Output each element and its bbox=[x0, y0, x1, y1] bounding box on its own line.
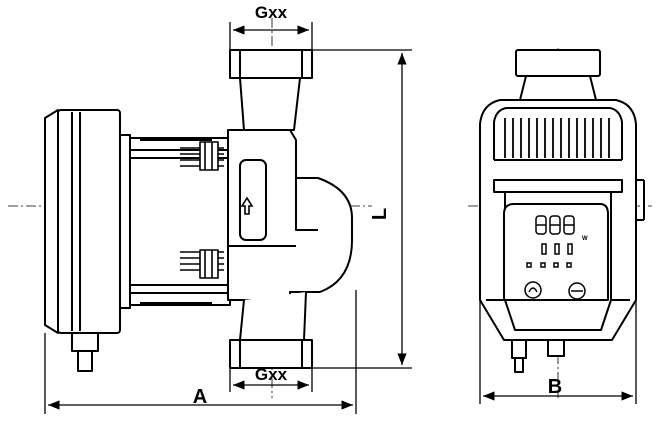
led-dot bbox=[553, 262, 559, 268]
flow-arrow-icon bbox=[240, 196, 254, 215]
side-view bbox=[44, 49, 353, 372]
led-dot bbox=[566, 262, 572, 268]
led-bar bbox=[567, 243, 573, 255]
dimension-lines bbox=[44, 22, 637, 414]
panel-details bbox=[524, 215, 586, 300]
seven-segment-display bbox=[535, 215, 575, 235]
led-dot bbox=[540, 262, 546, 268]
lower-ribs bbox=[180, 249, 224, 279]
front-view bbox=[479, 49, 645, 373]
dimension-label-port-bottom: Gxx bbox=[255, 365, 288, 384]
pump-mode-icon bbox=[524, 281, 542, 299]
led-bar bbox=[541, 243, 547, 255]
lower-pipe bbox=[229, 291, 313, 369]
upper-pipe bbox=[229, 49, 313, 131]
motor-end-cap bbox=[44, 109, 131, 334]
pump-mode-icon-glyph bbox=[528, 287, 538, 293]
upper-ribs bbox=[180, 141, 224, 171]
pump-housing bbox=[227, 129, 353, 301]
dimension-label-length: A bbox=[193, 386, 207, 408]
dimension-label-height: L bbox=[369, 208, 391, 220]
cable-gland bbox=[71, 332, 99, 372]
power-unit-label: W bbox=[582, 236, 588, 242]
front-top-outlet bbox=[515, 49, 601, 101]
led-bar bbox=[554, 243, 560, 255]
dimension-label-width: B bbox=[548, 376, 562, 398]
dimension-label-port-top: Gxx bbox=[255, 3, 288, 22]
led-dot bbox=[526, 262, 532, 268]
front-fins bbox=[504, 118, 610, 158]
front-cable bbox=[511, 339, 565, 373]
